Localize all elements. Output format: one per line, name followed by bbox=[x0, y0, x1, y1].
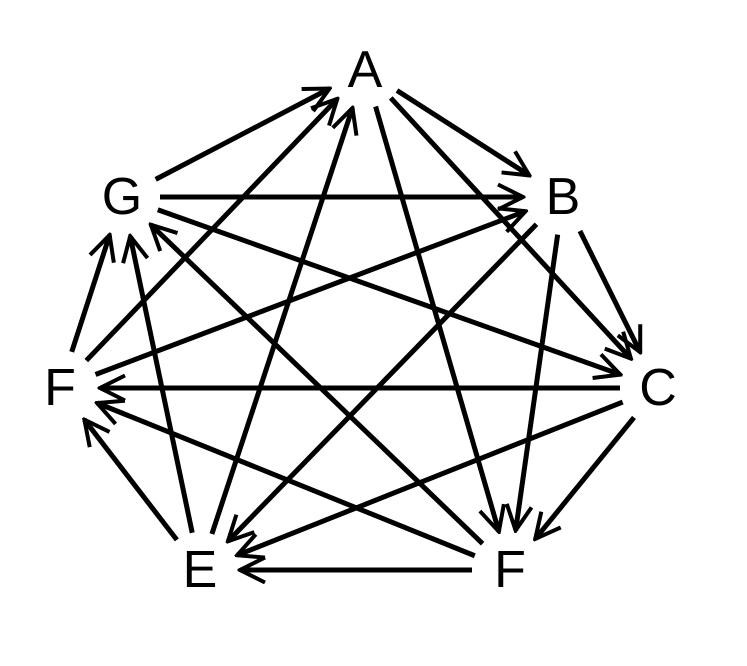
node-f2: F bbox=[494, 541, 526, 599]
node-e: E bbox=[183, 541, 218, 599]
edge-b-to-f2 bbox=[516, 234, 561, 531]
edge-f1-to-a bbox=[84, 99, 337, 363]
edge-f2-to-f1 bbox=[97, 403, 476, 559]
edge-a-to-c bbox=[388, 96, 631, 359]
node-b: B bbox=[546, 168, 581, 226]
edge-a-to-f2 bbox=[373, 105, 499, 531]
node-a: A bbox=[348, 41, 383, 99]
edge-f2-to-g bbox=[151, 225, 485, 546]
edge-g-to-a bbox=[154, 86, 330, 182]
edge-e-to-g bbox=[130, 236, 195, 534]
edge-e-to-a bbox=[209, 108, 353, 535]
edge-c-to-f2 bbox=[535, 415, 636, 538]
node-g: G bbox=[102, 168, 142, 226]
node-c: C bbox=[639, 359, 677, 417]
edge-e-to-f1 bbox=[84, 420, 179, 542]
edge-b-to-e bbox=[228, 222, 539, 541]
node-f1: F bbox=[44, 359, 76, 417]
edge-c-to-e bbox=[237, 399, 624, 555]
edge-f1-to-b bbox=[94, 211, 526, 377]
edge-f1-to-g bbox=[69, 235, 110, 353]
edge-a-to-b bbox=[395, 88, 529, 176]
